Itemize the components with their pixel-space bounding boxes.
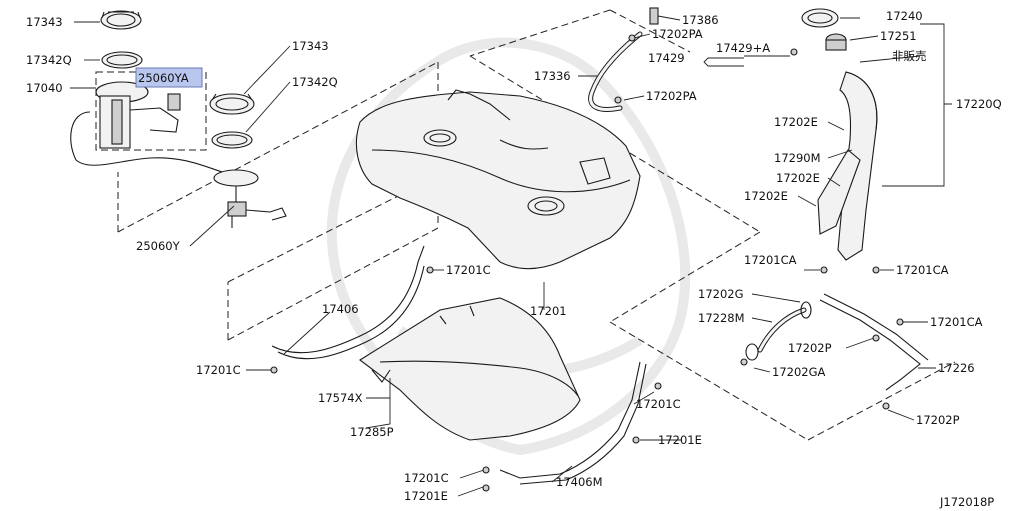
label-17228m[interactable]: 17228M [698,311,745,325]
label-17290m[interactable]: 17290M [774,151,821,165]
label-17202pa-a[interactable]: 17202PA [652,27,703,41]
fuel-pump-assembly [70,81,237,177]
label-17202pa-b[interactable]: 17202PA [646,89,697,103]
o-ring-mid [211,131,253,149]
label-17429-a[interactable]: 17429+A [716,41,770,55]
label-17201ca-c[interactable]: 17201CA [930,315,983,329]
diagram-id: J172018P [939,495,994,509]
label-17201c-d[interactable]: 17201C [404,471,449,485]
label-17574x[interactable]: 17574X [318,391,363,405]
label-17201e-b[interactable]: 17201E [404,489,448,503]
lock-ring-top-left [100,10,142,30]
vent-hose-lower [819,293,929,391]
label-17202e-c[interactable]: 17202E [744,189,788,203]
label-17226[interactable]: 17226 [938,361,975,375]
fastener-markers [270,34,904,492]
filler-hose [745,301,812,361]
label-17201[interactable]: 17201 [530,304,567,318]
filler-cap [825,33,847,51]
label-17202e-a[interactable]: 17202E [774,115,818,129]
lock-ring-mid [209,93,255,115]
label-17202e-b[interactable]: 17202E [776,171,820,185]
heat-shield [359,297,581,441]
label-17201ca-a[interactable]: 17201CA [744,253,797,267]
tank-strap-right [499,361,647,485]
label-17429[interactable]: 17429 [648,51,685,65]
label-17285p[interactable]: 17285P [350,425,394,439]
part-labels: 17343 17342Q 17040 25060YA 17343 17342Q … [26,9,1002,509]
label-17406[interactable]: 17406 [322,302,359,316]
tank-strap-left [271,245,425,360]
label-17040[interactable]: 17040 [26,81,63,95]
fuel-tank [355,89,641,270]
o-ring-top-left [101,51,143,69]
fuel-level-sender [213,169,287,228]
label-17201c-c[interactable]: 17201C [636,397,681,411]
label-17201e-a[interactable]: 17201E [658,433,702,447]
label-17342q-a[interactable]: 17342Q [26,53,72,67]
label-17343-a[interactable]: 17343 [26,15,63,29]
label-17386[interactable]: 17386 [682,13,719,27]
label-17251[interactable]: 17251 [880,29,917,43]
label-not-for-sale[interactable]: 非販売 [892,49,927,63]
label-17343-b[interactable]: 17343 [292,39,329,53]
filler-cap-ring [801,8,839,28]
highlight-box-25060ya [135,67,203,88]
label-17202ga[interactable]: 17202GA [772,365,825,379]
label-17202g[interactable]: 17202G [698,287,744,301]
label-17201ca-b[interactable]: 17201CA [896,263,949,277]
filler-bracket [817,149,861,235]
label-17406m[interactable]: 17406M [556,475,603,489]
group-outlines [95,9,956,441]
label-17202p-b[interactable]: 17202P [916,413,960,427]
label-25060y[interactable]: 25060Y [136,239,181,253]
label-17201c-b[interactable]: 17201C [196,363,241,377]
label-17240[interactable]: 17240 [886,9,923,23]
label-17201c-a[interactable]: 17201C [446,263,491,277]
label-17342q-b[interactable]: 17342Q [292,75,338,89]
label-25060ya[interactable]: 25060YA [138,71,189,85]
leader-lines [70,15,952,497]
label-17336[interactable]: 17336 [534,69,571,83]
label-17202p-a[interactable]: 17202P [788,341,832,355]
label-17220q[interactable]: 17220Q [956,97,1002,111]
